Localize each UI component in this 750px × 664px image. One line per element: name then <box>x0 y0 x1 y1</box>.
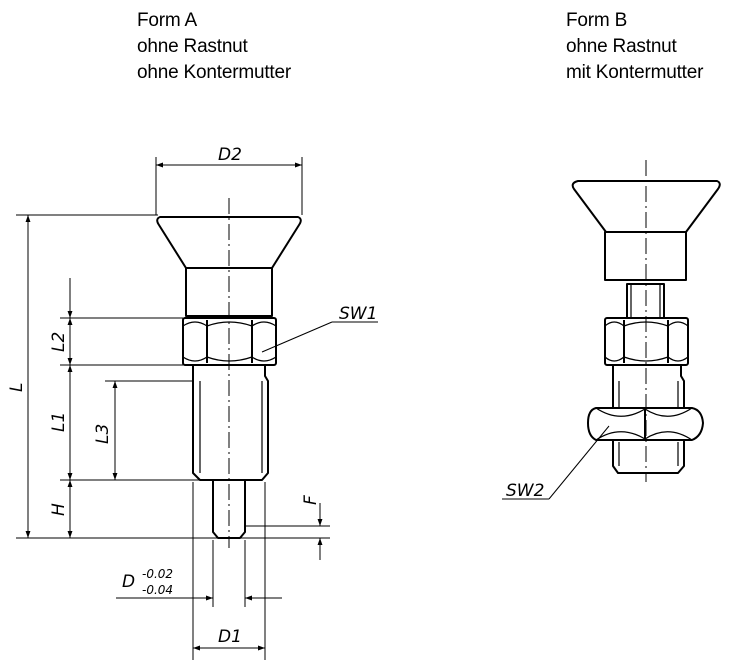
dim-h-label: H <box>49 503 69 516</box>
dim-l1-label: L1 <box>49 412 69 432</box>
form-a-title: Form A <box>137 10 198 31</box>
form-b-title: Form B <box>566 10 628 31</box>
dim-chain <box>60 278 200 538</box>
dim-f-label: F <box>301 495 321 505</box>
form-a-line3: ohne Kontermutter <box>137 62 291 83</box>
sw1-label: SW1 <box>339 304 377 324</box>
dim-d2-label: D2 <box>218 145 242 165</box>
dim-l3 <box>105 380 193 480</box>
form-a-line2: ohne Rastnut <box>137 36 248 57</box>
sw2-label: SW2 <box>506 481 544 501</box>
form-b-line3: mit Kontermutter <box>566 62 704 83</box>
dim-l <box>16 214 330 539</box>
dim-d-tol-lower: -0.04 <box>142 583 173 597</box>
form-b-line2: ohne Rastnut <box>566 36 677 57</box>
dim-l3-label: L3 <box>93 424 113 444</box>
dim-d-tol-upper: -0.02 <box>142 567 173 581</box>
dim-l-label: L <box>7 383 27 392</box>
dim-d1-label: D1 <box>218 627 242 647</box>
form-b-caption: Form B ohne Rastnut mit Kontermutter <box>566 8 703 86</box>
form-a-thread-body <box>192 364 269 481</box>
sw2-leader <box>502 425 610 500</box>
dim-f <box>245 503 330 560</box>
dim-d-label: D <box>122 572 135 592</box>
sw1-leader <box>261 321 378 353</box>
dim-d <box>116 540 282 607</box>
dim-d2 <box>155 157 303 215</box>
form-a-caption: Form A ohne Rastnut ohne Kontermutter <box>137 8 291 86</box>
dim-d1 <box>192 482 266 660</box>
form-b-part <box>571 180 721 474</box>
dim-l2-label: L2 <box>49 332 69 352</box>
